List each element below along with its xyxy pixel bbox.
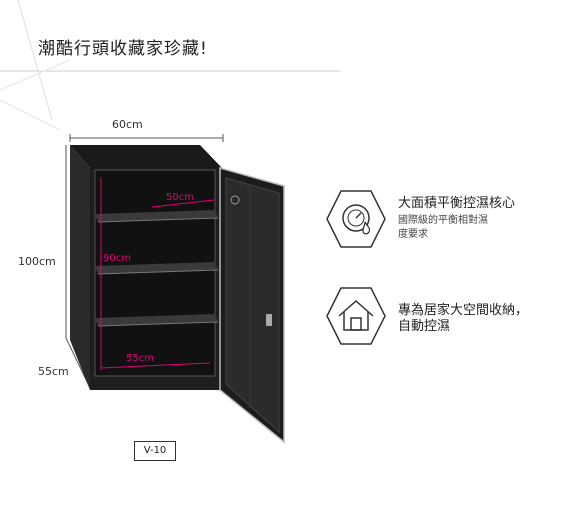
page-title: 潮酷行頭收藏家珍藏! [38,39,208,59]
dimension-inner-width: 50cm [166,192,194,203]
dimension-height: 100cm [18,255,56,268]
feature-title-line-1: 專為居家大空間收納， [398,303,529,318]
feature-balance-humidity: 大面積平衡控濕核心 國際級的平衡相對濕 度要求 [398,196,515,242]
dimension-inner-depth: 55cm [126,353,154,364]
humidity-gauge-icon [326,190,386,248]
feature-desc-line-2: 度要求 [398,229,428,240]
header-decoration [0,0,340,130]
model-badge: V-10 [134,441,176,461]
dimension-inner-height: 90cm [103,253,131,264]
feature-desc-line-1: 國際級的平衡相對濕 [398,215,488,226]
house-icon [326,287,386,345]
dimension-width: 60cm [112,118,143,131]
feature-title-line-2: 自動控濕 [398,319,451,334]
feature-title: 大面積平衡控濕核心 [398,196,516,211]
feature-home-storage: 專為居家大空間收納， 自動控濕 [398,303,528,335]
dimension-depth: 55cm [38,365,69,378]
